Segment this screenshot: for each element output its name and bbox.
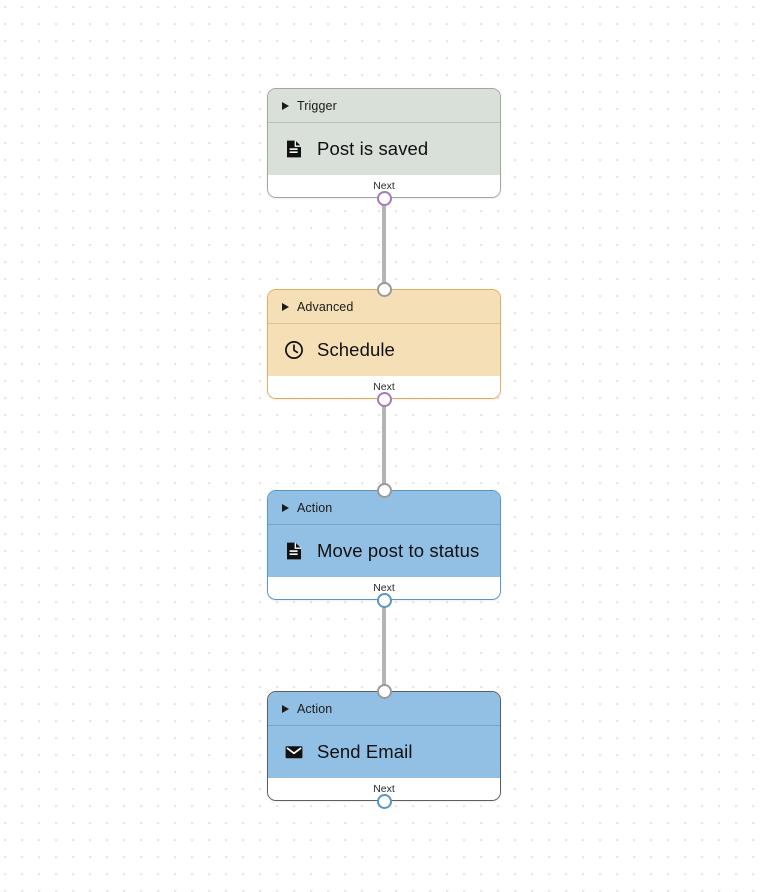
node-footer-label: Next	[373, 381, 395, 393]
output-port-action-send-email[interactable]	[376, 793, 392, 809]
collapse-triangle-icon[interactable]	[282, 302, 289, 311]
node-footer-label: Next	[373, 180, 395, 192]
node-footer-next[interactable]: Next	[268, 577, 500, 599]
document-icon	[287, 140, 301, 158]
workflow-node-advanced[interactable]: Advanced Schedule Next	[267, 281, 501, 407]
node-type-label: Advanced	[297, 299, 354, 314]
node-title: Schedule	[317, 339, 395, 360]
workflow-node-trigger[interactable]: Trigger Post is saved Next	[267, 88, 501, 206]
output-port-action-move-post[interactable]	[376, 592, 392, 608]
node-header-trigger[interactable]: Trigger	[268, 89, 500, 123]
workflow-node-action-move-post[interactable]: Action Move post to status Next	[267, 482, 501, 608]
node-title: Send Email	[317, 741, 413, 762]
envelope-icon	[285, 746, 303, 759]
node-title: Move post to status	[317, 540, 480, 561]
node-body-action-send-email[interactable]: Send Email	[268, 726, 500, 778]
collapse-triangle-icon[interactable]	[282, 704, 289, 713]
workflow-node-action-send-email[interactable]: Action Send Email Next	[267, 683, 501, 809]
node-footer-next[interactable]: Next	[268, 778, 500, 800]
node-body-advanced[interactable]: Schedule	[268, 324, 500, 376]
input-port-advanced[interactable]	[376, 281, 392, 297]
collapse-triangle-icon[interactable]	[282, 503, 289, 512]
node-title: Post is saved	[317, 138, 429, 159]
output-port-advanced[interactable]	[376, 391, 392, 407]
input-port-action-send-email[interactable]	[376, 683, 392, 699]
collapse-triangle-icon[interactable]	[282, 101, 289, 110]
node-type-label: Trigger	[297, 98, 337, 113]
node-type-label: Action	[297, 500, 333, 515]
node-footer-label: Next	[373, 783, 395, 795]
clock-icon	[285, 341, 303, 359]
document-icon	[287, 542, 301, 560]
node-footer-next[interactable]: Next	[268, 175, 500, 197]
node-body-trigger[interactable]: Post is saved	[268, 123, 500, 175]
node-type-label: Action	[297, 701, 333, 716]
input-port-action-move-post[interactable]	[376, 482, 392, 498]
output-port-trigger[interactable]	[376, 190, 392, 206]
node-footer-next[interactable]: Next	[268, 376, 500, 398]
node-footer-label: Next	[373, 582, 395, 594]
node-body-action-move-post[interactable]: Move post to status	[268, 525, 500, 577]
